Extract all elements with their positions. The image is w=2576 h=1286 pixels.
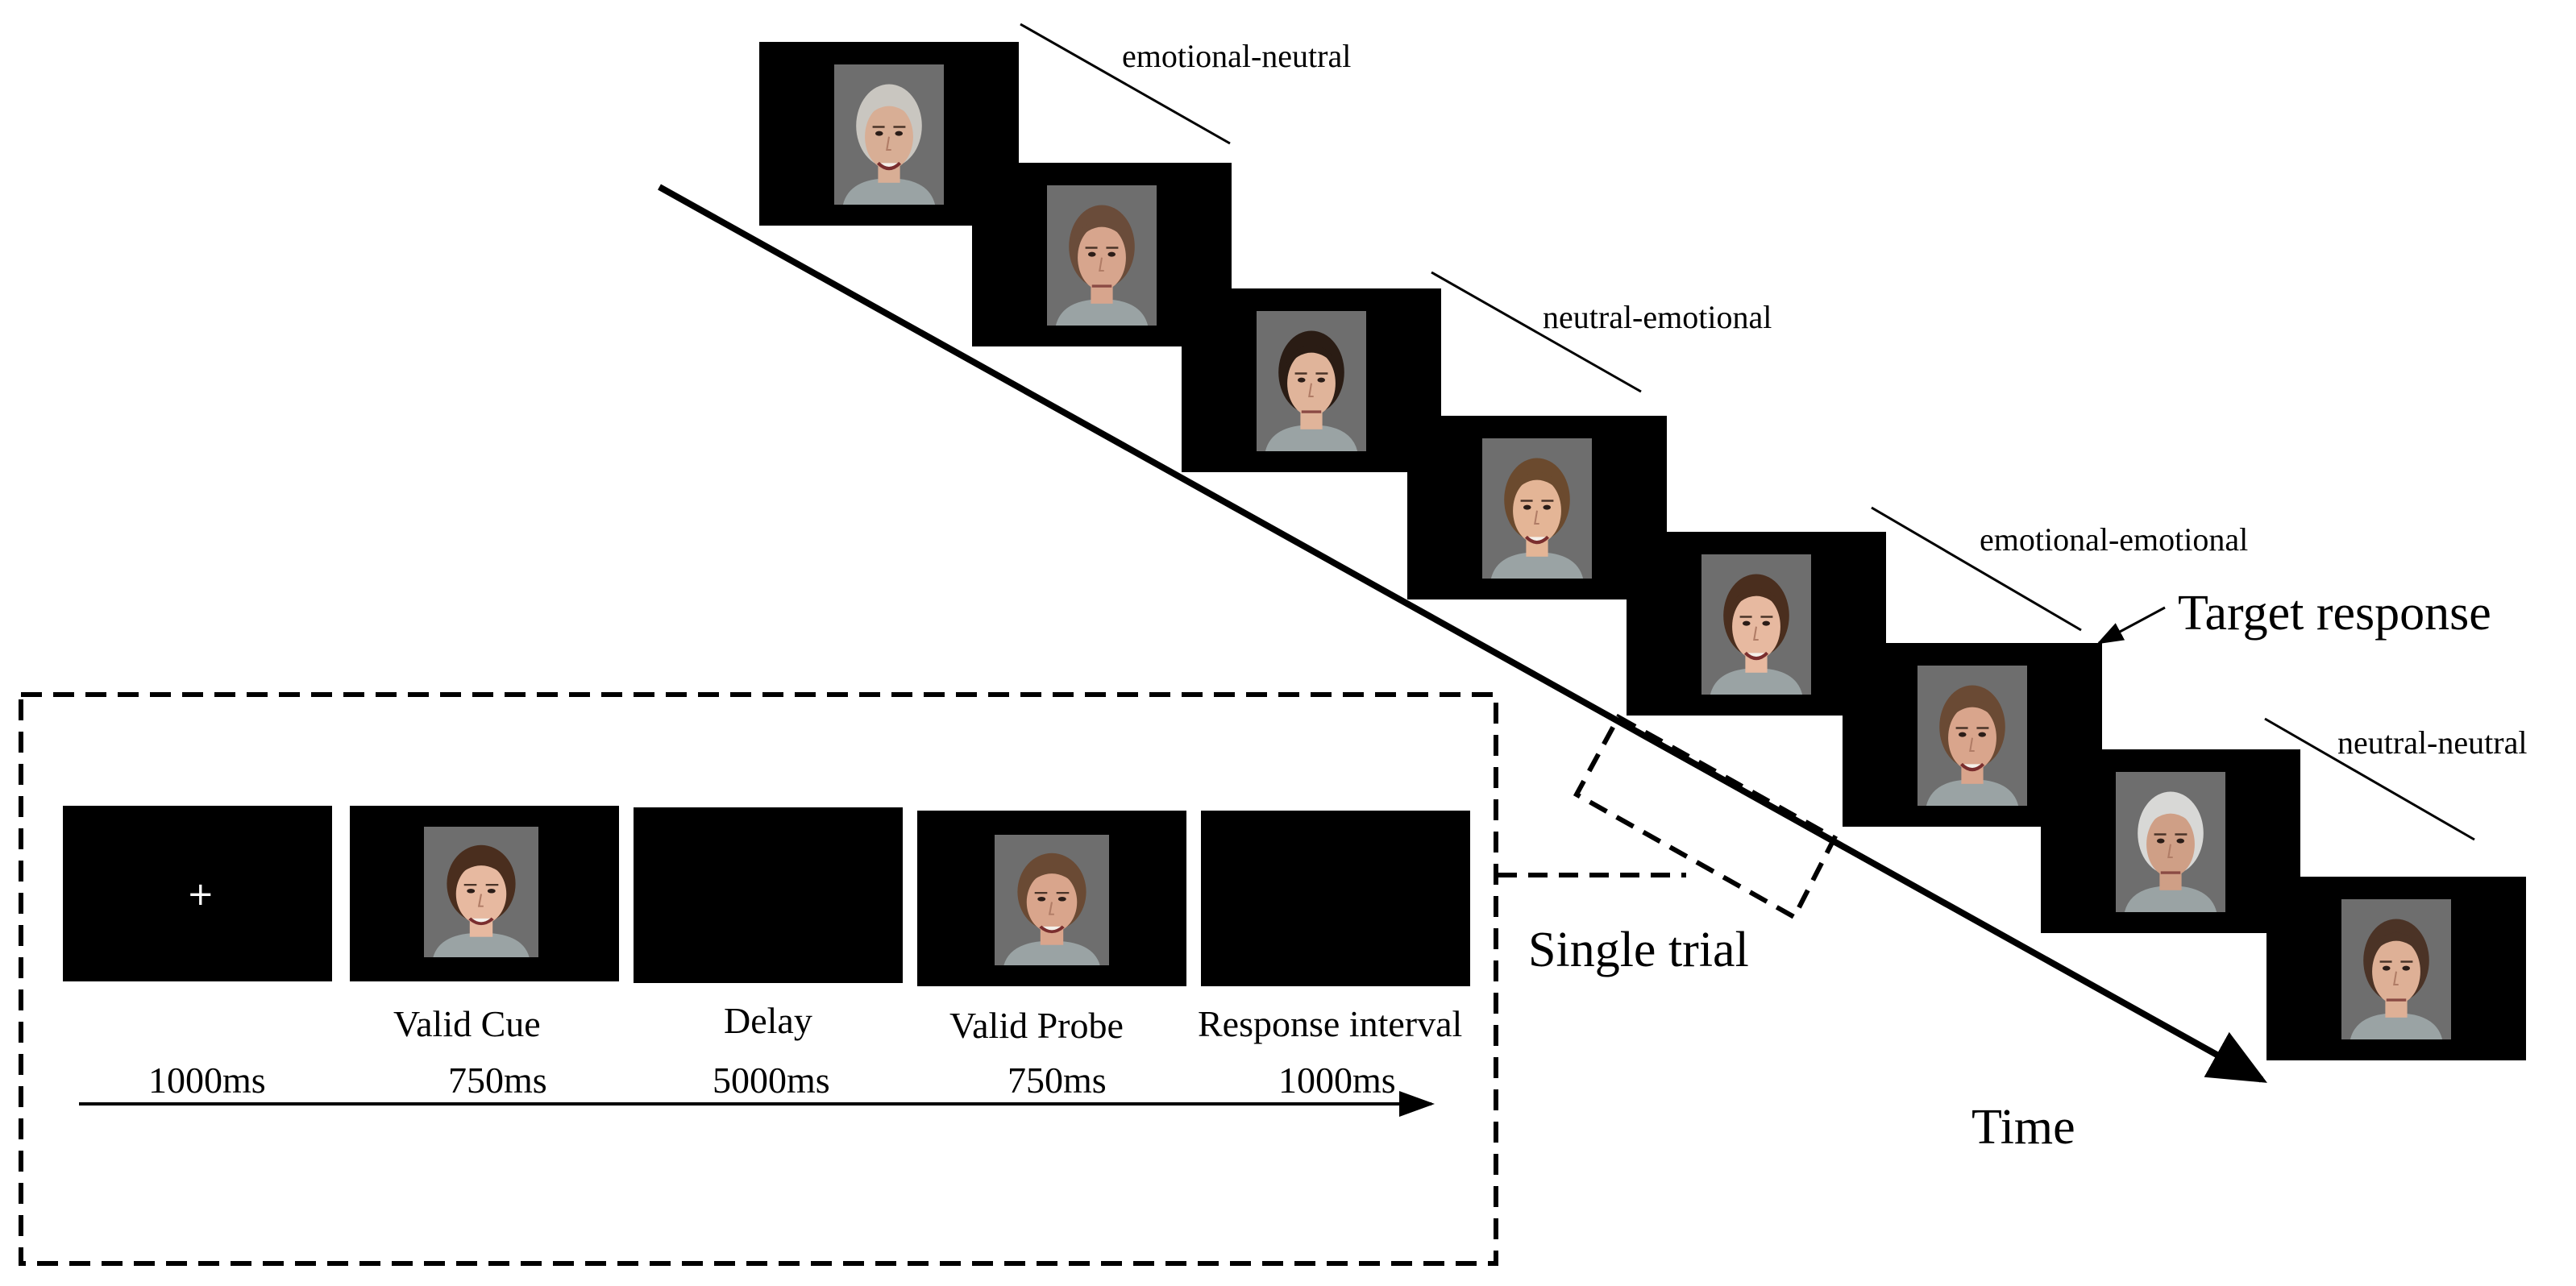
duration-fixation: 1000ms	[148, 1060, 266, 1101]
phase-label-response-interval: Response interval	[1198, 1003, 1463, 1044]
face-photo-1	[834, 64, 944, 205]
phase-label-delay: Delay	[724, 1000, 812, 1041]
phase-label-valid-probe: Valid Probe	[949, 1005, 1124, 1046]
face-photo-5	[1701, 554, 1811, 695]
sequence-screen-3	[1182, 288, 1441, 472]
response-screen	[1201, 811, 1470, 986]
face-photo-8	[2341, 899, 2451, 1039]
condition-label-emotional-emotional: emotional-emotional	[1980, 521, 2249, 558]
single-trial-label: Single trial	[1528, 923, 1749, 977]
condition-label-emotional-neutral: emotional-neutral	[1122, 38, 1352, 74]
duration-response: 1000ms	[1278, 1060, 1396, 1101]
face-photo-7	[2116, 772, 2225, 912]
duration-cue: 750ms	[448, 1060, 547, 1101]
duration-delay: 5000ms	[713, 1060, 830, 1101]
face-photo-4	[1482, 438, 1592, 579]
probe-screen	[917, 811, 1186, 986]
face-photo-6	[1917, 666, 2027, 806]
delay-screen	[634, 807, 903, 983]
face-photo-2	[1047, 185, 1157, 326]
condition-label-neutral-neutral: neutral-neutral	[2337, 724, 2528, 761]
face-photo-3	[1257, 311, 1366, 451]
sequence-screen-8	[2266, 877, 2526, 1060]
condition-label-neutral-emotional: neutral-emotional	[1543, 299, 1772, 335]
cue-face-photo	[424, 827, 538, 957]
time-label: Time	[1971, 1100, 2075, 1155]
fixation-screen: +	[63, 806, 332, 981]
cue-screen	[350, 806, 619, 981]
fixation-cross: +	[187, 876, 214, 913]
probe-face-photo	[995, 835, 1109, 965]
duration-probe: 750ms	[1008, 1060, 1107, 1101]
phase-label-valid-cue: Valid Cue	[393, 1003, 541, 1044]
sequence-screen-7	[2041, 749, 2300, 933]
target-response-label: Target response	[2178, 586, 2491, 641]
